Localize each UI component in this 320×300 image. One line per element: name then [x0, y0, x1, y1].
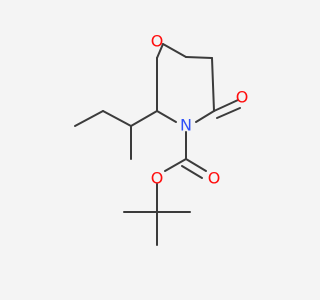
ring-oxygen-label: O [151, 32, 164, 51]
bond-c4-carbonyl-o-b [216, 107, 241, 119]
carbonyl-oxygen-label: O [236, 88, 249, 107]
bond-c5-ch [130, 110, 158, 127]
bond-c2-c3 [185, 56, 213, 59]
bond-ch2-ch3 [74, 110, 104, 127]
bond-c6-o [156, 43, 164, 59]
ring-nitrogen-label: N [180, 116, 192, 135]
bond-carbamate-c-o-a [185, 158, 207, 172]
ester-carbonyl-oxygen-label: O [208, 169, 221, 188]
bond-carbamate-c-o-b [181, 165, 203, 179]
ester-oxygen-label: O [151, 169, 164, 188]
bond-ch-ch2 [102, 110, 132, 127]
bond-c4-n [195, 110, 215, 123]
molecule-structure: O N O O O [74, 32, 249, 246]
bond-c3-c4 [211, 57, 215, 112]
molecule-canvas: O N O O O [74, 31, 249, 246]
bond-ring-o-c2 [162, 43, 187, 58]
bond-n-c5 [156, 110, 177, 123]
bond-c4-carbonyl-o-a [213, 99, 239, 112]
bond-carbamate-c-eo [164, 158, 187, 172]
